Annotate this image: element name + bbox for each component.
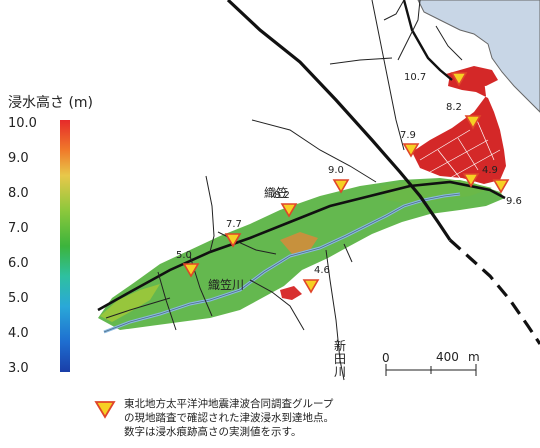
colorbar-tick: 3.0 bbox=[8, 361, 29, 376]
colorbar-tick: 10.0 bbox=[8, 116, 37, 131]
colorbar-tick: 7.0 bbox=[8, 221, 29, 236]
marker-value-label: 7.7 bbox=[226, 219, 242, 230]
note-line: 東北地方太平洋沖地震津波合同調査グループ bbox=[124, 398, 334, 410]
marker-value-label: 4.9 bbox=[482, 165, 498, 176]
legend-triangle-marker-icon bbox=[94, 401, 116, 419]
triangle-marker-icon bbox=[464, 115, 482, 130]
river-label-orikasa: 織笠川 bbox=[208, 278, 245, 292]
coastal-road bbox=[402, 0, 453, 81]
triangle-marker-icon bbox=[462, 173, 480, 188]
planned-road-dashed bbox=[448, 238, 540, 345]
marker-value-label: 8.2 bbox=[274, 190, 290, 201]
main-road bbox=[97, 180, 506, 312]
marker-value-label: 9.0 bbox=[328, 165, 344, 176]
marker-value-label: 10.7 bbox=[404, 72, 427, 83]
inundation-orange-zone bbox=[280, 232, 318, 254]
note-line: 数字は浸水痕跡高さの実測値を示す。 bbox=[124, 426, 302, 438]
triangle-marker-icon bbox=[402, 143, 420, 158]
marker-value-label: 8.2 bbox=[446, 102, 462, 113]
urban-flood-area bbox=[412, 72, 506, 184]
colorbar-tick: 4.0 bbox=[8, 326, 29, 341]
inundation-yellow-zone bbox=[100, 284, 160, 322]
marker-value-label: 4.6 bbox=[314, 265, 330, 276]
legend-title: 浸水高さ (m) bbox=[8, 95, 94, 111]
scale-bar bbox=[385, 364, 477, 376]
marker-value-label: 7.9 bbox=[400, 130, 416, 141]
marker-value-label: 5.0 bbox=[176, 250, 192, 261]
marker-value-label: 9.6 bbox=[506, 196, 522, 207]
sea-area bbox=[417, 0, 540, 113]
river-label-shinden: 新 田 川 bbox=[333, 339, 346, 379]
triangle-marker-icon bbox=[280, 203, 298, 218]
triangle-marker-icon bbox=[302, 279, 320, 294]
scale-unit-label: m bbox=[468, 350, 480, 364]
inundation-red-spot bbox=[280, 286, 302, 300]
scale-zero-label: 0 bbox=[382, 351, 390, 365]
colorbar-tick: 5.0 bbox=[8, 291, 29, 306]
note-line: の現地踏査で確認された津波浸水到達地点。 bbox=[124, 412, 334, 424]
railway-line bbox=[226, 0, 452, 241]
triangle-marker-icon bbox=[332, 179, 350, 194]
colorbar bbox=[60, 120, 70, 372]
scale-distance-label: 400 bbox=[436, 350, 459, 364]
colorbar-tick: 6.0 bbox=[8, 256, 29, 271]
triangle-marker-icon bbox=[492, 179, 510, 194]
triangle-marker-icon bbox=[450, 72, 468, 87]
colorbar-tick: 8.0 bbox=[8, 186, 29, 201]
legend-note: 東北地方太平洋沖地震津波合同調査グループ の現地踏査で確認された津波浸水到達地点… bbox=[124, 397, 334, 439]
triangle-marker-icon bbox=[224, 233, 242, 248]
town-label-orikasa: 織笠 bbox=[264, 186, 289, 200]
survey-markers bbox=[94, 72, 510, 419]
colorbar-tick: 9.0 bbox=[8, 151, 29, 166]
triangle-marker-icon bbox=[182, 263, 200, 278]
